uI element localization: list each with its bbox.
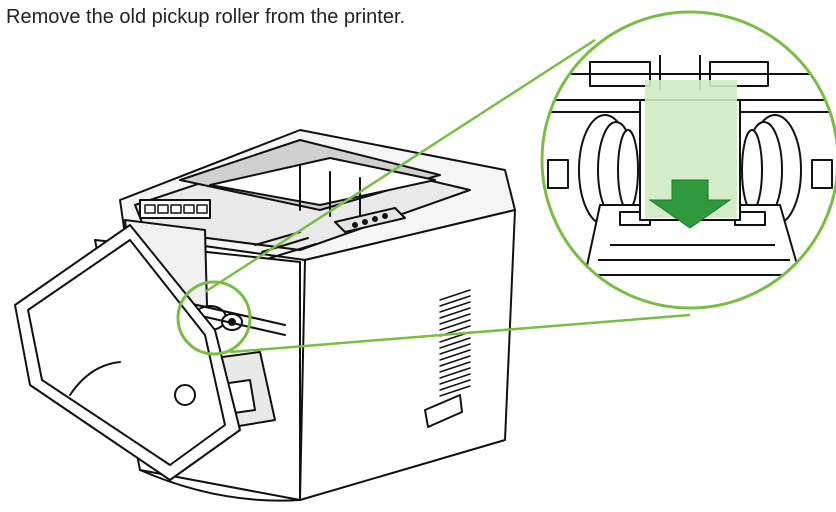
remove-arrow	[648, 179, 732, 229]
callout-lines	[204, 38, 691, 354]
magnified-view	[540, 10, 836, 310]
roller-callout-ring	[176, 280, 252, 356]
printer-line-art	[14, 129, 516, 502]
instruction-text: Remove the old pickup roller from the pr…	[6, 6, 406, 28]
